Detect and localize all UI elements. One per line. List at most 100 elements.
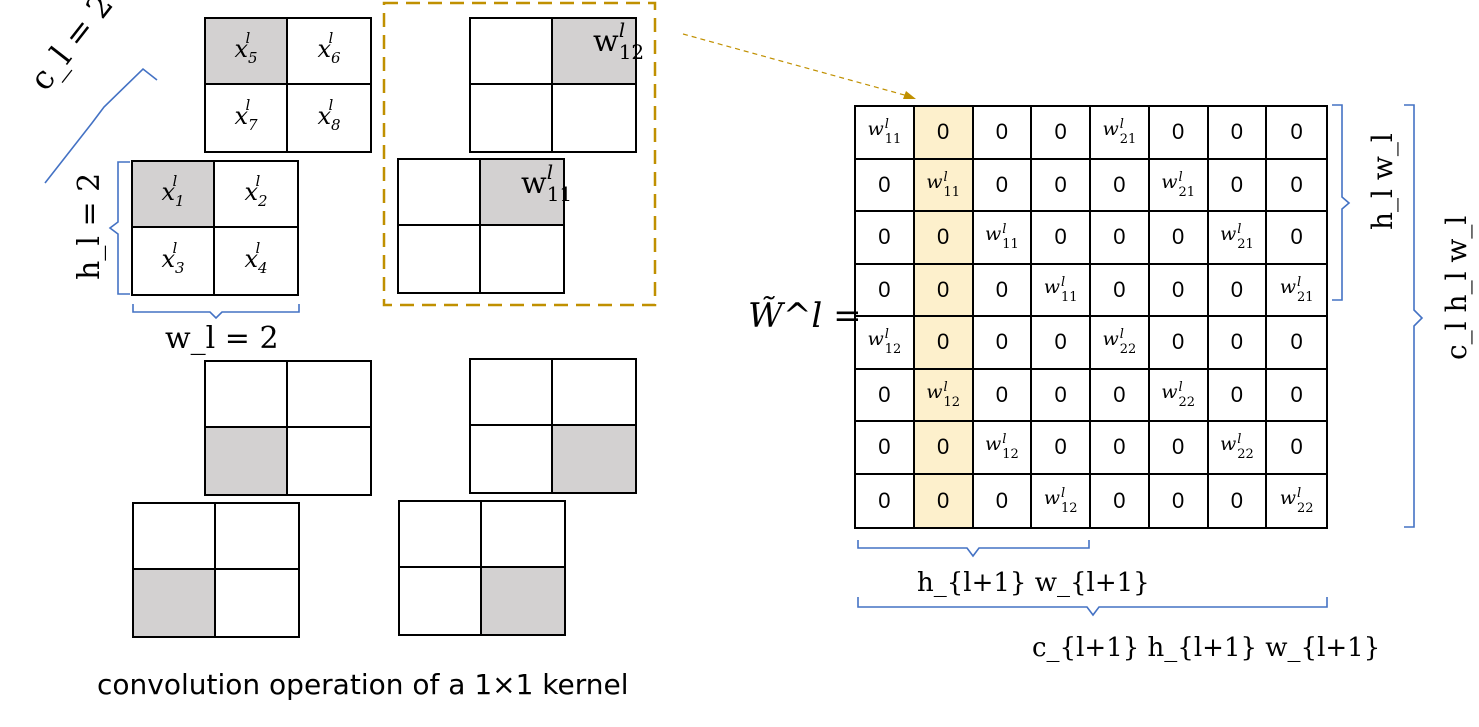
- kernel-cell: [471, 19, 553, 85]
- figure-caption: convolution operation of a 1×1 kernel: [97, 668, 629, 701]
- cl1-hl1-wl1-brace: [857, 597, 1328, 617]
- matrix-cell-zero: 0: [1091, 212, 1150, 265]
- example-cell-shaded: [134, 570, 216, 636]
- cl-hl-wl-brace: [1404, 104, 1424, 528]
- matrix-cell-zero: 0: [856, 159, 915, 212]
- matrix-cell-zero: 0: [1032, 159, 1091, 212]
- example-cell: [471, 360, 553, 426]
- matrix-cell-zero: 0: [1149, 317, 1209, 370]
- kernel-grid-w12: [469, 17, 637, 153]
- label-cl1-hl1-wl1: c_{l+1} h_{l+1} w_{l+1}: [1032, 633, 1381, 663]
- matrix-label: W̃^l =: [748, 296, 862, 336]
- example-cell: [216, 570, 298, 636]
- kernel-cell: [399, 160, 481, 226]
- hl-wl-brace: [1332, 104, 1351, 301]
- matrix-cell-zero: 0: [1267, 160, 1326, 212]
- matrix-cell-zero: 0: [1091, 474, 1150, 527]
- matrix-cell-zero: 0: [856, 422, 915, 475]
- matrix-cell-zero: 0: [1032, 212, 1091, 265]
- matrix-cell-zero: 0: [1032, 369, 1091, 422]
- matrix-cell-zero: 0: [1091, 264, 1150, 317]
- example-cell: [400, 502, 482, 568]
- matrix-cell-zero: 0: [1149, 107, 1209, 160]
- c-l-brace: [44, 67, 158, 184]
- example-cell: [471, 426, 553, 492]
- matrix-cell-zero: 0: [1032, 422, 1091, 475]
- h-l-brace: [108, 161, 130, 295]
- matrix-cell-zero: 0: [1091, 422, 1150, 475]
- example-cell: [482, 502, 564, 568]
- label-hl1-wl1: h_{l+1} w_{l+1}: [917, 568, 1150, 598]
- example-cell: [553, 360, 635, 426]
- example-grid-2: [469, 358, 637, 494]
- example-grid-4: [398, 500, 566, 636]
- matrix-cell-zero: 0: [973, 159, 1033, 212]
- matrix-cell-zero: 0: [1267, 212, 1326, 265]
- example-cell: [206, 362, 288, 428]
- example-cell: [134, 504, 216, 570]
- matrix-cell-zero: 0: [1032, 107, 1091, 160]
- matrix-cell-zero: 0: [1208, 369, 1268, 422]
- matrix-cell-zero: 0: [1267, 317, 1326, 370]
- matrix-cell-zero: 0: [1208, 107, 1268, 160]
- label-cl-hl-wl: c_l h_l w_l: [1440, 215, 1473, 360]
- matrix-cell-zero: 0: [973, 107, 1033, 160]
- matrix-cell-zero: 0: [914, 317, 974, 370]
- matrix-cell-zero: 0: [1091, 159, 1150, 212]
- kernel-cell: [471, 85, 553, 151]
- kernel-cell-shaded: [481, 160, 563, 226]
- matrix-cell-zero: 0: [1150, 474, 1209, 527]
- matrix-cell-zero: 0: [1149, 212, 1209, 265]
- example-cell: [288, 362, 370, 428]
- example-cell-shaded: [482, 568, 564, 634]
- example-cell: [216, 504, 298, 570]
- kernel-grid-w11: [397, 158, 565, 294]
- matrix-cell-zero: 0: [1267, 422, 1326, 475]
- matrix-cell-zero: 0: [1032, 317, 1091, 370]
- matrix-cell-zero: 0: [914, 474, 974, 527]
- matrix-cell-zero: 0: [1149, 264, 1209, 317]
- label-hl-wl: h_l w_l: [1366, 133, 1399, 230]
- w-l-brace: [132, 304, 300, 320]
- matrix-cell-zero: 0: [856, 369, 915, 422]
- matrix-cell-zero: 0: [1208, 264, 1268, 317]
- matrix-cell-zero: 0: [1209, 474, 1268, 527]
- pointer-arrow: [682, 33, 909, 97]
- matrix-cell-zero: 0: [914, 212, 974, 265]
- kernel-dashed-box: [382, 1, 657, 307]
- hl1-wl1-brace: [857, 540, 1090, 558]
- label-w-l: w_l = 2: [165, 321, 279, 356]
- kernel-cell: [481, 226, 563, 292]
- example-cell-shaded: [206, 428, 288, 494]
- matrix-cell-zero: 0: [856, 212, 915, 265]
- matrix-cell-zero: 0: [1208, 159, 1268, 212]
- matrix-cell-zero: 0: [973, 369, 1033, 422]
- example-grid-1: [204, 360, 372, 496]
- matrix-cell-zero: 0: [856, 264, 915, 317]
- example-cell: [400, 568, 482, 634]
